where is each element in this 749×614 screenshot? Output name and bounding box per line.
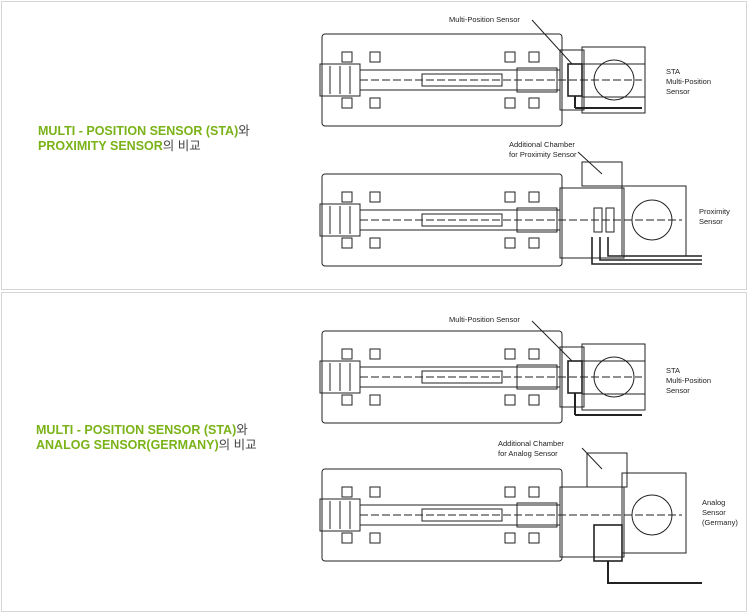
callout-multi-position-sensor: Multi-Position Sensor	[449, 315, 520, 324]
heading-line1: MULTI - POSITION SENSOR (STA)	[36, 423, 237, 437]
callout-chamber-line2: for Analog Sensor	[498, 449, 558, 458]
side-label-line2: Multi-Position	[666, 376, 711, 385]
side-label-line1: STA	[666, 67, 680, 76]
comparison-panel-analog: MULTI - POSITION SENSOR (STA)와 ANALOG SE…	[1, 292, 747, 612]
side-label-line3: (Germany)	[702, 518, 738, 527]
heading-line1-suffix: 와	[238, 124, 250, 138]
side-label-line2: Sensor	[699, 217, 723, 226]
proximity-comparison-diagram: Multi-Position Sensor STA Multi-Position…	[319, 15, 730, 267]
analog-comparison-diagram: Multi-Position Sensor STA Multi-Position…	[319, 315, 738, 584]
comparison-panel-proximity: MULTI - POSITION SENSOR (STA)와 PROXIMITY…	[1, 1, 747, 290]
callout-multi-position-sensor: Multi-Position Sensor	[449, 15, 520, 24]
callout-chamber-line2: for Proximity Sensor	[509, 150, 577, 159]
proximity-cylinder-drawing	[319, 151, 702, 267]
analog-cylinder-drawing	[319, 447, 702, 584]
callout-chamber-line1: Additional Chamber	[509, 140, 575, 149]
side-label-line3: Sensor	[666, 386, 690, 395]
panel-heading: MULTI - POSITION SENSOR (STA)와 ANALOG SE…	[36, 423, 257, 453]
sta-cylinder-drawing	[319, 19, 646, 127]
panel-heading: MULTI - POSITION SENSOR (STA)와 PROXIMITY…	[38, 124, 250, 154]
side-label-line1: Analog	[702, 498, 725, 507]
side-label-line2: Multi-Position	[666, 77, 711, 86]
side-label-line2: Sensor	[702, 508, 726, 517]
sta-cylinder-drawing	[319, 320, 646, 424]
side-label-line1: STA	[666, 366, 680, 375]
callout-chamber-line1: Additional Chamber	[498, 439, 564, 448]
heading-line2: PROXIMITY SENSOR	[38, 139, 163, 153]
heading-line2-suffix: 의 비교	[218, 438, 257, 452]
heading-line1-suffix: 와	[236, 423, 248, 437]
heading-line2-suffix: 의 비교	[162, 139, 201, 153]
side-label-line1: Proximity	[699, 207, 730, 216]
heading-line1: MULTI - POSITION SENSOR (STA)	[38, 124, 239, 138]
heading-line2: ANALOG SENSOR(GERMANY)	[36, 438, 219, 452]
side-label-line3: Sensor	[666, 87, 690, 96]
